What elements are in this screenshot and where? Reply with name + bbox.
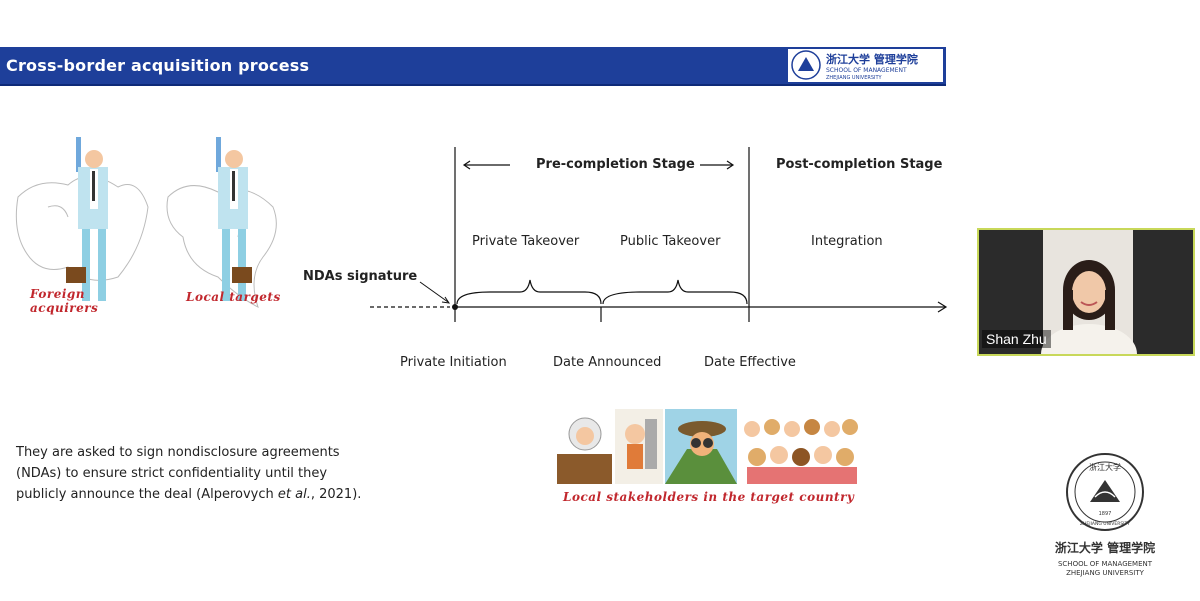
participant-name-label: Shan Zhu — [982, 330, 1051, 348]
slide-title: Cross-border acquisition process — [6, 56, 310, 75]
university-seal-icon: 浙江大学 1897 ZHEJIANG UNIVERSITY 浙江大学 管理学院 … — [1055, 453, 1155, 577]
body-line-2: (NDAs) to ensure strict confidentiality … — [16, 466, 328, 481]
private-initiation-label: Private Initiation — [400, 355, 507, 370]
seal-cn-text: 浙江大学 — [1089, 462, 1121, 472]
date-announced-label: Date Announced — [553, 355, 662, 370]
integration-label: Integration — [811, 234, 883, 249]
judge-icon — [557, 417, 612, 484]
school-logo: 浙江大学 管理学院 SCHOOL OF MANAGEMENT ZHEJIANG … — [788, 49, 943, 82]
private-initiation-dot — [452, 304, 458, 310]
foreign-label-line2: acquirers — [30, 301, 99, 315]
header-logo-en1: SCHOOL OF MANAGEMENT — [826, 67, 907, 74]
presentation-slide: Cross-border acquisition process 浙江大学 管理… — [0, 47, 948, 547]
post-completion-stage-label: Post-completion Stage — [776, 157, 943, 172]
slide-header-bar: Cross-border acquisition process 浙江大学 管理… — [0, 47, 946, 86]
ndas-signature-label: NDAs signature — [303, 269, 418, 284]
businessman-local-icon — [216, 137, 252, 301]
public-takeover-label: Public Takeover — [620, 234, 721, 249]
foreign-label-line1: Foreign — [30, 287, 85, 301]
crowd-icon — [739, 409, 859, 484]
protester-icon — [615, 409, 663, 484]
corner-logo-cn: 浙江大学 管理学院 — [1055, 540, 1155, 555]
inspector-icon — [665, 409, 737, 484]
local-targets-label: Local targets — [186, 290, 281, 304]
header-logo-en2: ZHEJIANG UNIVERSITY — [826, 75, 883, 81]
timeline-arrowhead-icon — [937, 301, 948, 313]
corner-logo-en1: SCHOOL OF MANAGEMENT — [1058, 560, 1153, 568]
seal-year-text: 1897 — [1099, 511, 1112, 517]
pre-completion-stage-label: Pre-completion Stage — [536, 157, 695, 172]
header-logo-cn: 浙江大学 管理学院 — [826, 52, 918, 66]
corner-logo-en2: ZHEJIANG UNIVERSITY — [1066, 569, 1145, 577]
video-participant-tile[interactable]: Shan Zhu — [977, 228, 1195, 356]
private-takeover-label: Private Takeover — [472, 234, 580, 249]
foreign-acquirers-label: Foreign acquirers — [30, 287, 98, 315]
stakeholders-illustration — [557, 409, 859, 484]
private-takeover-brace — [456, 279, 602, 305]
participant-video-feed — [979, 230, 1193, 354]
ndas-pointer-line — [419, 281, 449, 303]
seal-en-text: ZHEJIANG UNIVERSITY — [1080, 521, 1130, 527]
school-logo-icon: 浙江大学 管理学院 SCHOOL OF MANAGEMENT ZHEJIANG … — [791, 50, 918, 81]
body-line-1: They are asked to sign nondisclosure agr… — [16, 445, 340, 460]
slide-body-text: They are asked to sign nondisclosure agr… — [16, 442, 396, 505]
acquirers-targets-illustration — [15, 137, 277, 308]
public-takeover-brace — [602, 279, 748, 305]
body-line-3: publicly announce the deal (Alperovych e… — [16, 487, 362, 502]
acquisition-timeline — [370, 147, 948, 322]
zhejiang-university-logo: 浙江大学 1897 ZHEJIANG UNIVERSITY 浙江大学 管理学院 … — [1040, 452, 1170, 582]
stakeholders-caption: Local stakeholders in the target country — [563, 490, 855, 504]
date-effective-label: Date Effective — [704, 355, 796, 370]
businessman-foreign-icon — [66, 137, 108, 301]
